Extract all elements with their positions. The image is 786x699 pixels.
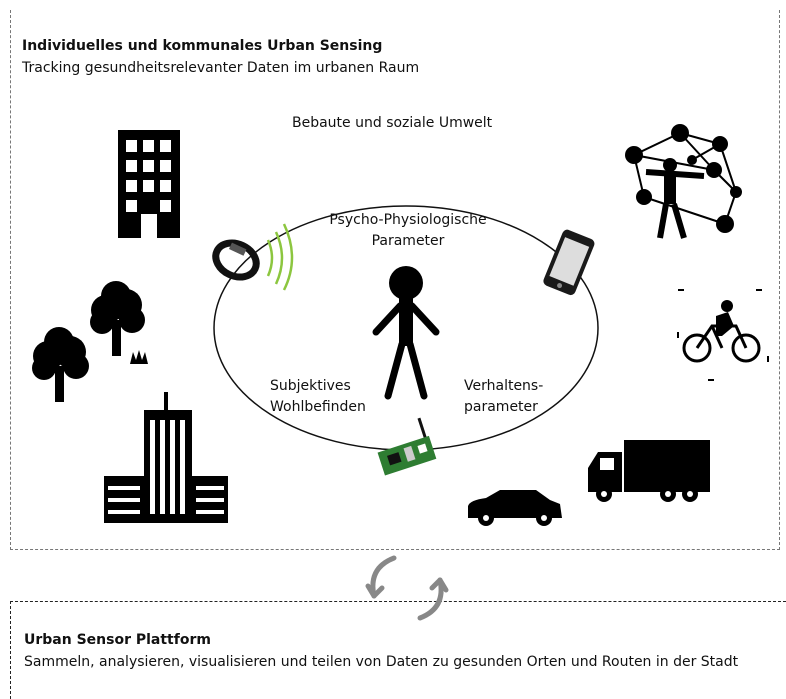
sensor-platform-panel	[10, 601, 786, 699]
behavior-label-line2: parameter	[464, 399, 538, 415]
sync-arrows-icon	[365, 555, 449, 621]
behavior-label-line1: Verhaltens-	[464, 378, 544, 394]
smartphone-icon	[543, 229, 595, 296]
skyscraper-icon	[104, 392, 228, 523]
subjective-label: Subjektives Wohlbefinden	[270, 376, 366, 418]
outer-environment-label: Bebaute und soziale Umwelt	[292, 115, 493, 131]
building-icon	[118, 130, 180, 238]
truck-icon	[588, 440, 710, 502]
bottom-section-title: Urban Sensor Plattform	[24, 632, 211, 648]
network-people-icon	[625, 124, 742, 239]
top-section-title: Individuelles und kommunales Urban Sensi…	[22, 38, 383, 54]
behavior-label: Verhaltens- parameter	[464, 376, 543, 418]
wristband-icon	[212, 223, 294, 291]
bottom-section-subtitle: Sammeln, analysieren, visualisieren und …	[24, 654, 739, 670]
subjective-label-line1: Subjektives	[270, 378, 351, 394]
trees-icon	[32, 281, 148, 402]
psycho-label-line1: Psycho-Physiologische	[329, 212, 487, 228]
psycho-label-line2: Parameter	[371, 233, 445, 249]
sensor-board-icon	[377, 417, 437, 476]
subjective-label-line2: Wohlbefinden	[270, 399, 366, 415]
top-section-subtitle: Tracking gesundheitsrelevanter Daten im …	[22, 60, 420, 76]
person-icon	[372, 266, 440, 400]
cyclist-icon	[677, 289, 769, 381]
urban-sensing-panel	[10, 10, 780, 550]
car-icon	[468, 490, 562, 526]
psycho-label: Psycho-Physiologische Parameter	[318, 210, 498, 252]
